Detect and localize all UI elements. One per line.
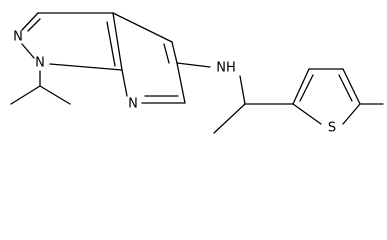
atom-n2-label: N	[13, 30, 23, 45]
atom-s-label: S	[328, 121, 336, 136]
bond-c4-c5-inner	[163, 43, 170, 64]
bond-n2-c3-inner	[27, 18, 41, 32]
bond-th-c2-c3-inner	[299, 74, 314, 102]
bond-ch3-b-to-ch	[39, 85, 71, 105]
bond-th-c5-s	[342, 103, 361, 125]
bond-th-c2-c3	[292, 68, 310, 105]
bond-th-c4-c5-inner	[338, 74, 353, 102]
bond-ch-ch3	[213, 103, 246, 134]
bond-nh-ch	[239, 75, 246, 105]
bond-c3a-c4	[112, 12, 173, 43]
atom-nh-label: NH	[216, 61, 236, 76]
bond-ch3-a-to-ch	[10, 85, 41, 105]
atom-n1-label: N	[35, 56, 45, 71]
bond-c5-c6	[176, 62, 186, 104]
bond-c4-c5	[171, 41, 178, 64]
atom-n-pyridine-label: N	[128, 97, 138, 112]
bond-th-s-c2	[292, 103, 322, 125]
bond-c3a-c7a	[112, 12, 123, 71]
bond-npyr-c7a	[121, 69, 128, 97]
bond-th-c4-c5	[342, 68, 361, 105]
chemical-structure: N N N NH S	[10, 12, 384, 136]
bond-n1-n2	[21, 43, 35, 59]
bond-c7a-n1	[49, 63, 123, 71]
bond-c3a-c7a-inner	[106, 21, 116, 67]
bond-n2-c3	[21, 12, 39, 31]
bond-c5-nh	[176, 62, 211, 68]
